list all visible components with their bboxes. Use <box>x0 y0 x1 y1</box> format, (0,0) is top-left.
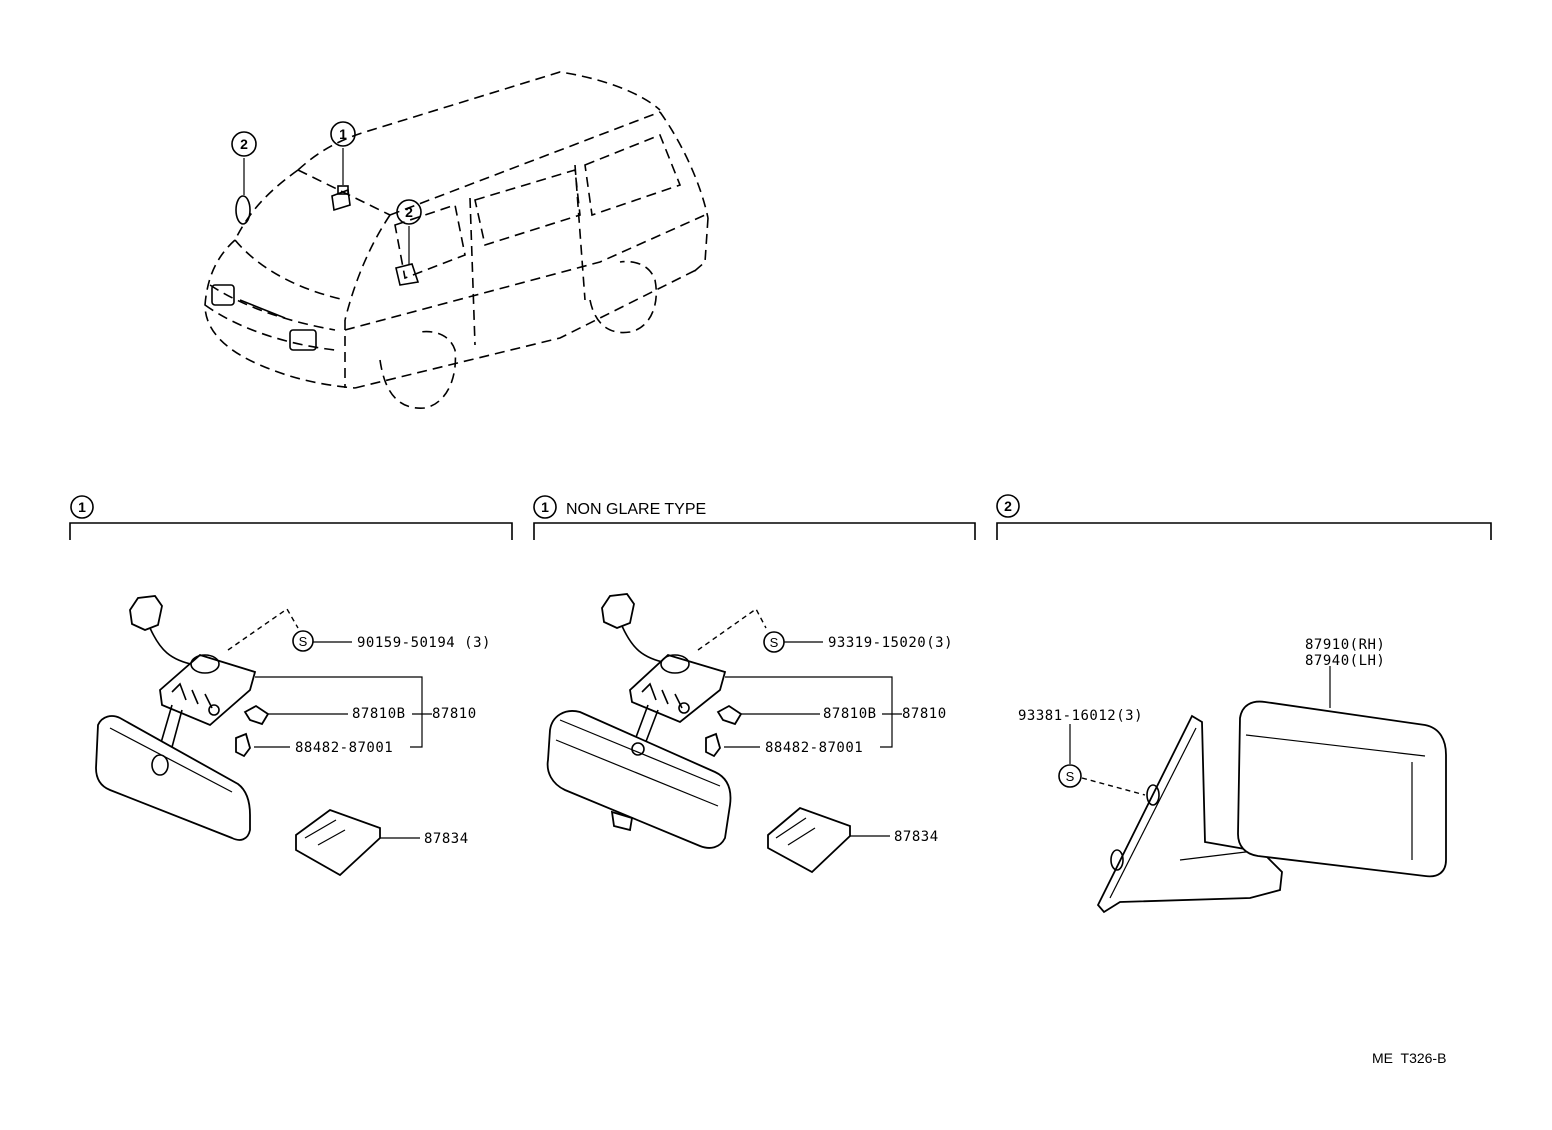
screw-part-number-1: 90159-50194 (3) <box>357 635 491 651</box>
bulb-icon <box>243 704 270 726</box>
non-glare-mirror-icon <box>546 710 732 849</box>
s-marker-1: S <box>299 634 308 649</box>
section-1-inner-mirror: S 90159-50194 (3) 87810B 88482-87001 878… <box>95 595 491 877</box>
mirror-rh-part-number: 87910(RH) <box>1305 637 1385 653</box>
bulb-part-number-1: 87810B <box>352 706 406 722</box>
connector-icon <box>129 595 163 631</box>
s-marker-2: S <box>770 635 779 650</box>
cover-icon <box>295 808 381 877</box>
cover-part-number-2: 87834 <box>894 829 939 845</box>
mirror-base-icon <box>629 653 727 724</box>
section-3-number: 2 <box>1004 498 1012 514</box>
bulb-part-number-2: 87810B <box>823 706 877 722</box>
cover-part-number-1: 87834 <box>424 831 469 847</box>
outer-mirror-base-icon <box>1096 714 1283 914</box>
section-header-3: 2 <box>996 494 1492 540</box>
mirror-lh-part-number: 87940(LH) <box>1305 653 1385 669</box>
diagram-code: ME T326-B <box>1372 1050 1446 1066</box>
assy-part-number-1: 87810 <box>432 706 477 722</box>
clip-icon <box>235 732 251 758</box>
screw-part-number-3: 93381-16012(3) <box>1018 708 1143 724</box>
outer-mirror-head-icon <box>1237 700 1447 878</box>
overview-callout-1: 1 <box>339 126 347 142</box>
overview-callout-2-right: 2 <box>405 204 413 220</box>
clip-part-number-1: 88482-87001 <box>295 740 393 756</box>
assy-part-number-2: 87810 <box>902 706 947 722</box>
inner-mirror-icon <box>95 715 251 841</box>
section-header-2: 1 NON GLARE TYPE <box>533 495 976 540</box>
clip-icon <box>705 732 721 758</box>
clip-part-number-2: 88482-87001 <box>765 740 863 756</box>
van-overview-illustration: 2 1 2 <box>204 71 709 409</box>
section-3-outer-mirror: 93381-16012(3) S 87910(RH) 87940(LH) <box>1018 637 1447 914</box>
bulb-icon <box>716 704 743 726</box>
section-2-non-glare-mirror: S 93319-15020(3) 87810B 88482-87001 8781… <box>546 593 953 874</box>
section-2-title: NON GLARE TYPE <box>566 501 706 518</box>
section-header-1: 1 <box>69 495 513 540</box>
s-marker-3: S <box>1066 769 1075 784</box>
cover-icon <box>767 806 851 874</box>
overview-callout-2-left: 2 <box>240 136 248 152</box>
screw-part-number-2: 93319-15020(3) <box>828 635 953 651</box>
section-1-number: 1 <box>78 499 86 515</box>
connector-icon <box>601 593 635 629</box>
section-2-number: 1 <box>541 499 549 515</box>
